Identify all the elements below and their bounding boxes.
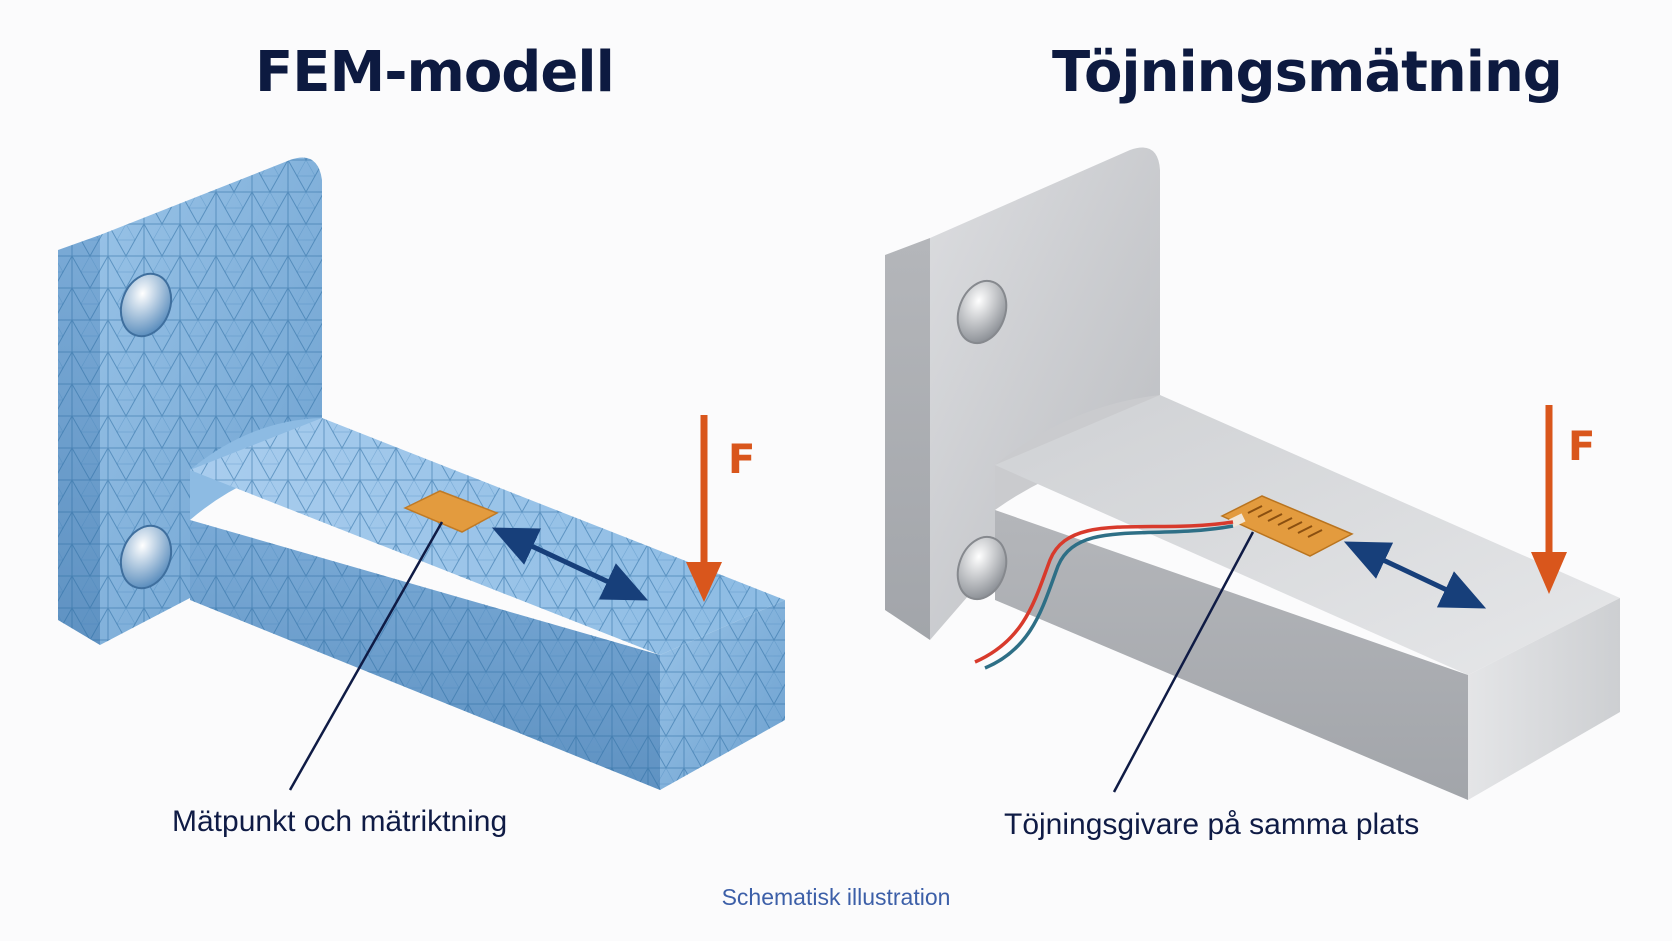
force-label-right: F xyxy=(1568,424,1596,470)
mounting-hole-top xyxy=(956,279,1008,345)
fem-bracket xyxy=(58,157,785,790)
metal-bracket xyxy=(885,147,1620,800)
measurement-point-caption: Mätpunkt och mätriktning xyxy=(172,805,508,838)
measurement-point-patch xyxy=(403,490,499,533)
strain-gauge-caption: Töjningsgivare på samma plats xyxy=(1004,808,1420,841)
footnote: Schematisk illustration xyxy=(721,884,951,910)
measurement-direction-arrow xyxy=(491,527,649,601)
mounting-hole-top xyxy=(119,272,173,338)
strain-measurement-title: Töjningsmätning xyxy=(1052,40,1563,105)
gauge-direction-arrow xyxy=(1343,541,1487,609)
leader-line-right xyxy=(1112,531,1255,793)
strain-gauge xyxy=(1220,495,1354,557)
mounting-hole-bottom xyxy=(119,524,173,590)
force-arrow-right xyxy=(1531,405,1567,594)
mounting-hole-bottom xyxy=(956,535,1008,601)
lead-wires xyxy=(974,520,1234,670)
leader-line-left xyxy=(288,521,444,791)
force-arrow-left xyxy=(686,415,722,602)
fem-model-title: FEM-modell xyxy=(255,40,615,105)
force-label-left: F xyxy=(728,437,756,483)
